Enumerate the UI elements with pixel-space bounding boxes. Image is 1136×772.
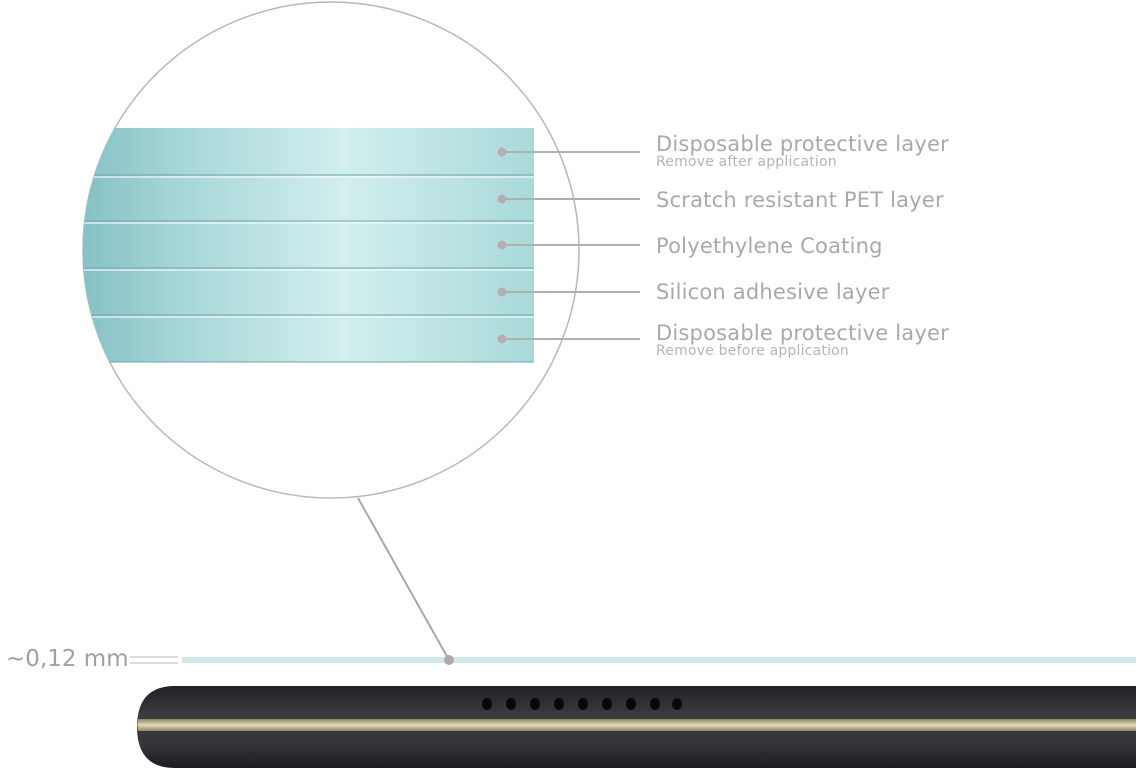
layer-band (83, 315, 534, 362)
layer-label-disposable-bottom: Disposable protective layer Remove befor… (656, 322, 949, 358)
layer-note: Remove after application (656, 154, 837, 170)
layer-label-pet: Scratch resistant PET layer (656, 189, 944, 211)
layer-band (83, 128, 534, 175)
layer-stack (83, 128, 534, 363)
speaker-grille-icon (482, 698, 682, 710)
callout-dot (497, 194, 507, 204)
tablet-edge (137, 686, 1136, 768)
film-dot (444, 655, 454, 665)
thickness-label: ~0,12 mm (6, 646, 129, 672)
layer-label-disposable-top: Disposable protective layer Remove after… (656, 133, 949, 169)
layer-title: Scratch resistant PET layer (656, 188, 944, 212)
layer-title: Disposable protective layer (656, 321, 949, 345)
layer-title: Disposable protective layer (656, 132, 949, 156)
layer-label-polyethylene: Polyethylene Coating (656, 235, 883, 257)
layer-title: Silicon adhesive layer (656, 280, 890, 304)
layer-band (83, 268, 534, 315)
layer-note: Remove before application (656, 343, 849, 359)
screen-protector-film (182, 657, 1136, 663)
layer-band (83, 175, 534, 221)
layer-band (83, 221, 534, 268)
pointer-line (357, 497, 450, 661)
callout-dot (497, 240, 507, 250)
callout-dot (497, 147, 507, 157)
callout-dot (497, 287, 507, 297)
layer-title: Polyethylene Coating (656, 234, 883, 258)
layer-label-silicon: Silicon adhesive layer (656, 281, 890, 303)
thickness-marker (130, 656, 178, 664)
callout-dot (497, 334, 507, 344)
